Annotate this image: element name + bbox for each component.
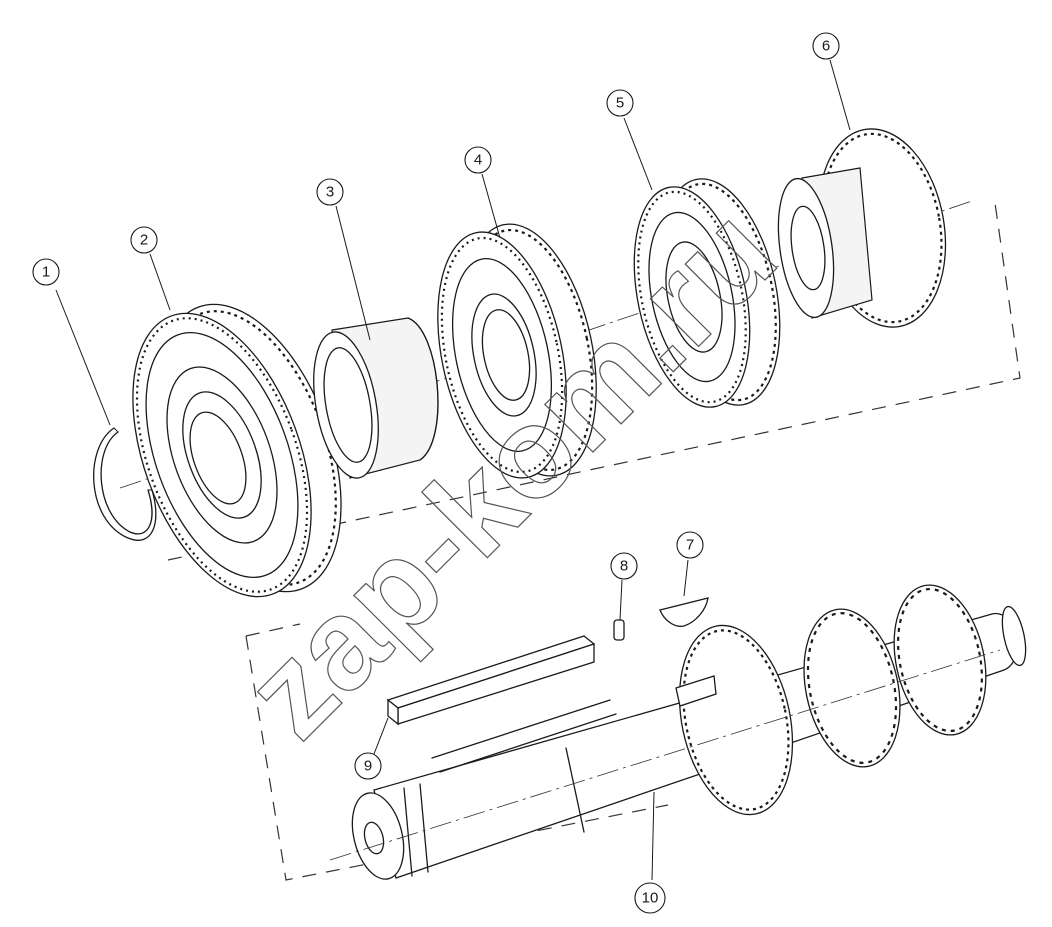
svg-text:3: 3 — [326, 184, 334, 201]
callout-8: 8 — [610, 552, 638, 580]
part-6-gear-hub — [777, 128, 947, 328]
svg-text:5: 5 — [616, 95, 624, 112]
callout-4: 4 — [464, 146, 492, 174]
callout-6: 6 — [812, 32, 840, 60]
callout-9: 9 — [354, 752, 382, 780]
part-5-gear — [633, 178, 781, 408]
svg-text:2: 2 — [140, 232, 148, 249]
svg-text:6: 6 — [822, 38, 830, 55]
part-9-key-bar — [386, 635, 596, 726]
part-8-pin — [613, 619, 625, 641]
callout-10: 10 — [634, 882, 666, 914]
callout-3: 3 — [316, 178, 344, 206]
callout-7: 7 — [676, 531, 704, 559]
svg-text:4: 4 — [474, 152, 482, 169]
lower-centerline — [329, 649, 1001, 861]
svg-text:8: 8 — [620, 558, 628, 575]
svg-text:9: 9 — [364, 758, 372, 775]
part-10-shaft — [351, 584, 1027, 880]
svg-text:10: 10 — [642, 890, 659, 907]
svg-text:7: 7 — [686, 537, 694, 554]
upper-assembly-boundary — [167, 195, 1021, 561]
part-2-large-gear — [132, 303, 342, 598]
lower-assembly-boundary — [245, 635, 669, 881]
part-4-gear — [437, 223, 597, 479]
svg-text:1: 1 — [42, 264, 50, 281]
callout-1: 1 — [32, 258, 60, 286]
part-7-key — [659, 597, 709, 627]
part-3-bushing — [313, 317, 439, 479]
callout-5: 5 — [606, 89, 634, 117]
callout-2: 2 — [130, 226, 158, 254]
leader-lines — [55, 59, 851, 881]
